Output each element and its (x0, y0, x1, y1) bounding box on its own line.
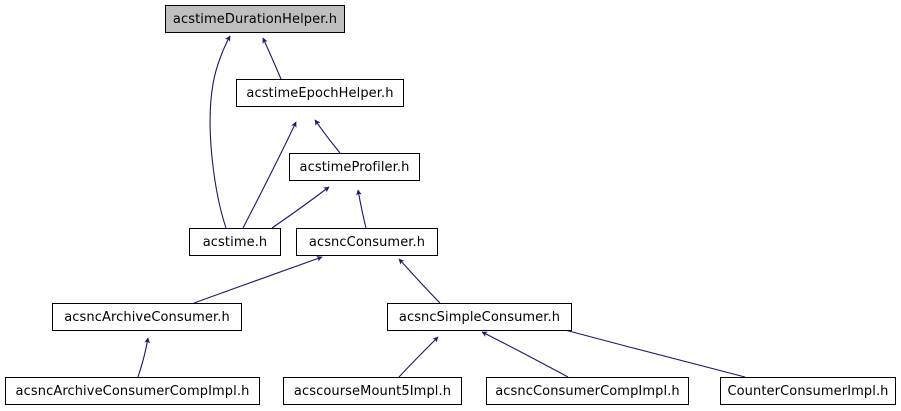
graph-node-label: acscourseMount5Impl.h (293, 383, 452, 399)
graph-node-acstimeDurationHelper[interactable]: acstimeDurationHelper.h (165, 5, 345, 33)
graph-node-acsncConsumerCompImpl[interactable]: acsncConsumerCompImpl.h (486, 377, 689, 405)
graph-node-acstimeProfiler[interactable]: acstimeProfiler.h (289, 153, 420, 181)
graph-node-label: acsncConsumer.h (308, 234, 426, 250)
graph-node-label: acstimeDurationHelper.h (172, 11, 338, 27)
graph-edge (398, 336, 439, 378)
graph-node-label: acstimeEpochHelper.h (246, 85, 394, 101)
graph-edge (398, 258, 441, 304)
graph-node-label: acstimeProfiler.h (299, 159, 410, 175)
graph-node-acsncSimpleConsumer[interactable]: acsncSimpleConsumer.h (387, 303, 572, 331)
graph-edge (481, 331, 569, 378)
graph-node-label: acsncArchiveConsumerCompImpl.h (15, 383, 250, 399)
graph-edge (356, 189, 367, 229)
graph-node-acscourseMount5Impl[interactable]: acscourseMount5Impl.h (283, 377, 462, 405)
graph-edge (209, 35, 231, 229)
graph-node-acsncConsumer[interactable]: acsncConsumer.h (296, 228, 438, 256)
graph-node-label: acsncConsumerCompImpl.h (495, 383, 680, 399)
graph-edge (271, 186, 330, 229)
graph-node-CounterConsumerImpl[interactable]: CounterConsumerImpl.h (720, 377, 896, 405)
graph-node-label: acsncSimpleConsumer.h (398, 309, 561, 325)
graph-node-label: acstime.h (202, 234, 268, 250)
graph-edge (193, 256, 323, 304)
graph-edge (314, 119, 341, 154)
graph-edge (137, 337, 150, 378)
graph-node-acsncArchiveConsumerCompImpl[interactable]: acsncArchiveConsumerCompImpl.h (5, 377, 260, 405)
graph-node-acstime[interactable]: acstime.h (189, 228, 281, 256)
graph-node-label: CounterConsumerImpl.h (727, 383, 889, 399)
graph-node-label: acsncArchiveConsumer.h (64, 309, 230, 325)
graph-edge (262, 37, 282, 80)
graph-node-acstimeEpochHelper[interactable]: acstimeEpochHelper.h (236, 79, 404, 107)
graph-node-acsncArchiveConsumer[interactable]: acsncArchiveConsumer.h (52, 303, 242, 331)
